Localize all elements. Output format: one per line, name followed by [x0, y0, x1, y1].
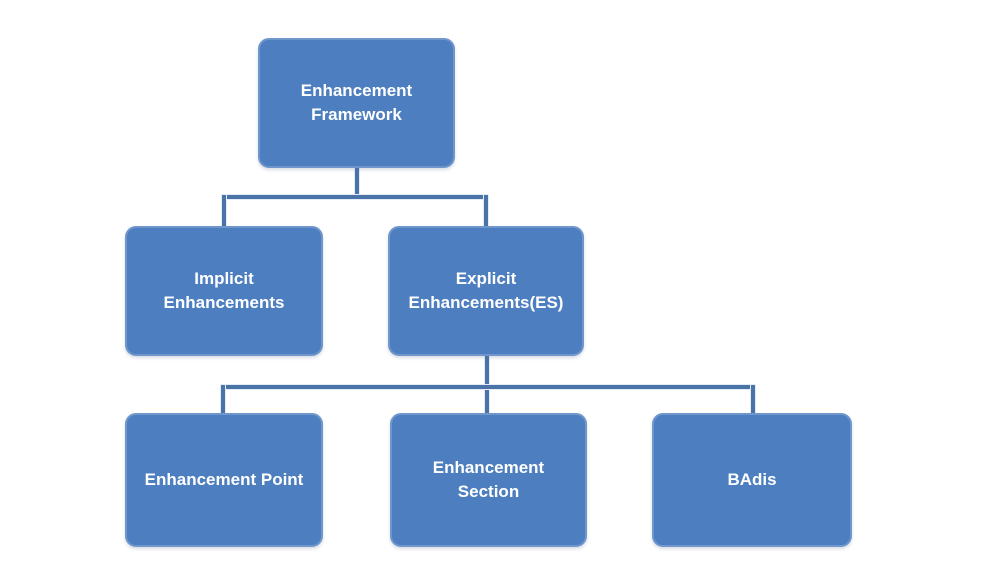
node-label: Explicit Enhancements(ES): [408, 269, 564, 312]
node-label: Enhancement Section: [432, 458, 545, 501]
connector-drop-explicit: [484, 195, 488, 226]
connector-drop-implicit: [222, 195, 226, 226]
node-implicit-enhancements: Implicit Enhancements: [125, 226, 323, 356]
connector-level2-bus: [221, 385, 755, 389]
node-label: Implicit Enhancements: [163, 269, 285, 312]
node-explicit-enhancements: Explicit Enhancements(ES): [388, 226, 584, 356]
connector-explicit-stem: [485, 356, 489, 413]
node-enhancement-point: Enhancement Point: [125, 413, 323, 547]
node-label: Enhancement Framework: [300, 81, 413, 124]
node-enhancement-section: Enhancement Section: [390, 413, 587, 547]
node-badis: BAdis: [652, 413, 852, 547]
node-label: Enhancement Point: [144, 470, 304, 490]
node-enhancement-framework: Enhancement Framework: [258, 38, 455, 168]
connector-level1-bus: [222, 195, 488, 199]
connector-drop-point: [221, 385, 225, 413]
connector-root-stem: [355, 168, 359, 199]
connector-drop-badis: [751, 385, 755, 413]
node-label: BAdis: [727, 470, 777, 490]
